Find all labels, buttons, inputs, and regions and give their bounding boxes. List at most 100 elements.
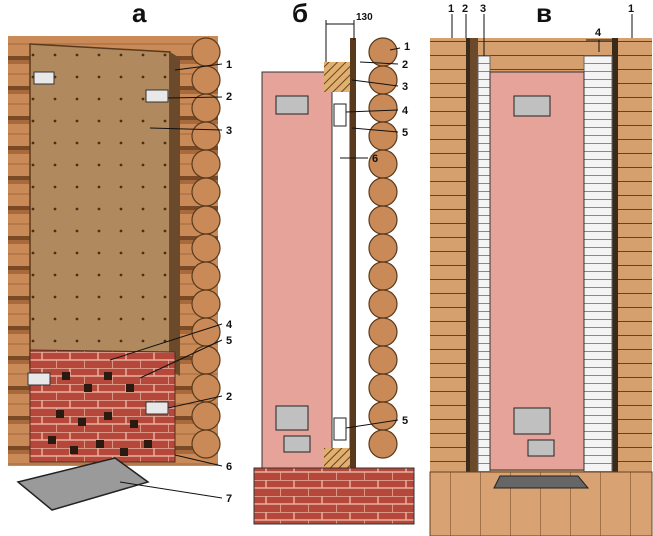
log-circle — [368, 37, 398, 67]
panel-a-title: а — [132, 0, 147, 28]
door — [283, 435, 311, 453]
vent-hole — [104, 372, 112, 380]
vent-hole — [126, 384, 134, 392]
bracket — [27, 372, 51, 386]
log-end — [191, 177, 221, 207]
log-end — [191, 401, 221, 431]
log-circle — [368, 373, 398, 403]
log-end — [191, 345, 221, 375]
callout-b-7: 5 — [402, 415, 408, 427]
sheet-layer — [470, 38, 478, 476]
log-end — [191, 93, 221, 123]
log-end — [191, 429, 221, 459]
callout-c-5: 1 — [628, 3, 634, 15]
log-end — [191, 233, 221, 263]
log-circle — [368, 205, 398, 235]
insulation-top — [324, 62, 352, 92]
log-end — [191, 65, 221, 95]
vent-hole — [104, 412, 112, 420]
callout-a-7: 6 — [226, 461, 232, 473]
door — [275, 405, 309, 431]
vent-hole — [96, 440, 104, 448]
wood-floor — [429, 471, 653, 536]
vent-grill — [333, 417, 347, 441]
callout-a-5: 5 — [226, 335, 232, 347]
foundation — [253, 467, 415, 525]
log-end — [191, 121, 221, 151]
door — [527, 439, 555, 457]
log-end — [191, 289, 221, 319]
callout-c-4: 4 — [595, 27, 602, 39]
post — [466, 38, 470, 476]
vent-hole — [130, 420, 138, 428]
vent-hole — [62, 372, 70, 380]
bracket — [145, 89, 169, 103]
log-circle — [368, 177, 398, 207]
vent-hole — [70, 446, 78, 454]
callout-a-1: 1 — [226, 59, 232, 71]
vent-hole — [56, 410, 64, 418]
callout-b-3: 3 — [402, 81, 408, 93]
panel-b-title: б — [292, 0, 308, 28]
log-end — [191, 37, 221, 67]
callout-c-3: 3 — [480, 3, 486, 15]
leaders-a — [109, 63, 223, 499]
log-circle — [368, 261, 398, 291]
post — [612, 38, 618, 476]
vent-hole — [144, 440, 152, 448]
vent-hole — [84, 384, 92, 392]
log-circle — [368, 233, 398, 263]
vent-holes-a — [48, 372, 152, 456]
callout-b-1: 1 — [404, 41, 410, 53]
log-circle — [368, 121, 398, 151]
callout-c-2: 2 — [462, 3, 468, 15]
door — [275, 95, 309, 115]
white-brick-column — [583, 55, 613, 473]
log-circle — [368, 93, 398, 123]
vent-grill — [333, 103, 347, 127]
bracket — [33, 71, 55, 85]
door — [513, 95, 551, 117]
callout-b-2: 2 — [402, 59, 408, 71]
vent-hole — [48, 436, 56, 444]
air-gap — [331, 71, 351, 453]
callout-b-5: 5 — [402, 127, 408, 139]
callout-b-4: 4 — [402, 105, 409, 117]
log-end — [191, 149, 221, 179]
log-circle — [368, 429, 398, 459]
bracket — [145, 401, 169, 415]
log-end — [191, 205, 221, 235]
door — [513, 407, 551, 435]
vent-hole — [78, 418, 86, 426]
log-circle — [368, 65, 398, 95]
callout-a-2: 2 — [226, 91, 232, 103]
steel-floor-plate — [493, 475, 590, 489]
leaders-c — [451, 14, 633, 56]
dimension-130 — [325, 20, 355, 62]
log-ends — [191, 37, 221, 459]
leaders-b — [340, 47, 401, 429]
callout-a-6: 2 — [226, 391, 232, 403]
log-end — [191, 261, 221, 291]
log-circle — [368, 345, 398, 375]
sheet-edge — [170, 52, 180, 376]
steel-floor-plate — [16, 457, 150, 511]
log-section — [368, 37, 398, 459]
callout-b-6: 6 — [372, 153, 378, 165]
callout-a-3: 3 — [226, 125, 232, 137]
white-brick-column — [477, 55, 491, 473]
sheet-layer — [350, 38, 356, 468]
stove-face — [489, 71, 585, 471]
callout-a-8: 7 — [226, 493, 232, 505]
log-circle — [368, 289, 398, 319]
vent-hole — [120, 448, 128, 456]
log-circle — [368, 317, 398, 347]
stove-section — [261, 71, 333, 469]
log-circle — [368, 401, 398, 431]
